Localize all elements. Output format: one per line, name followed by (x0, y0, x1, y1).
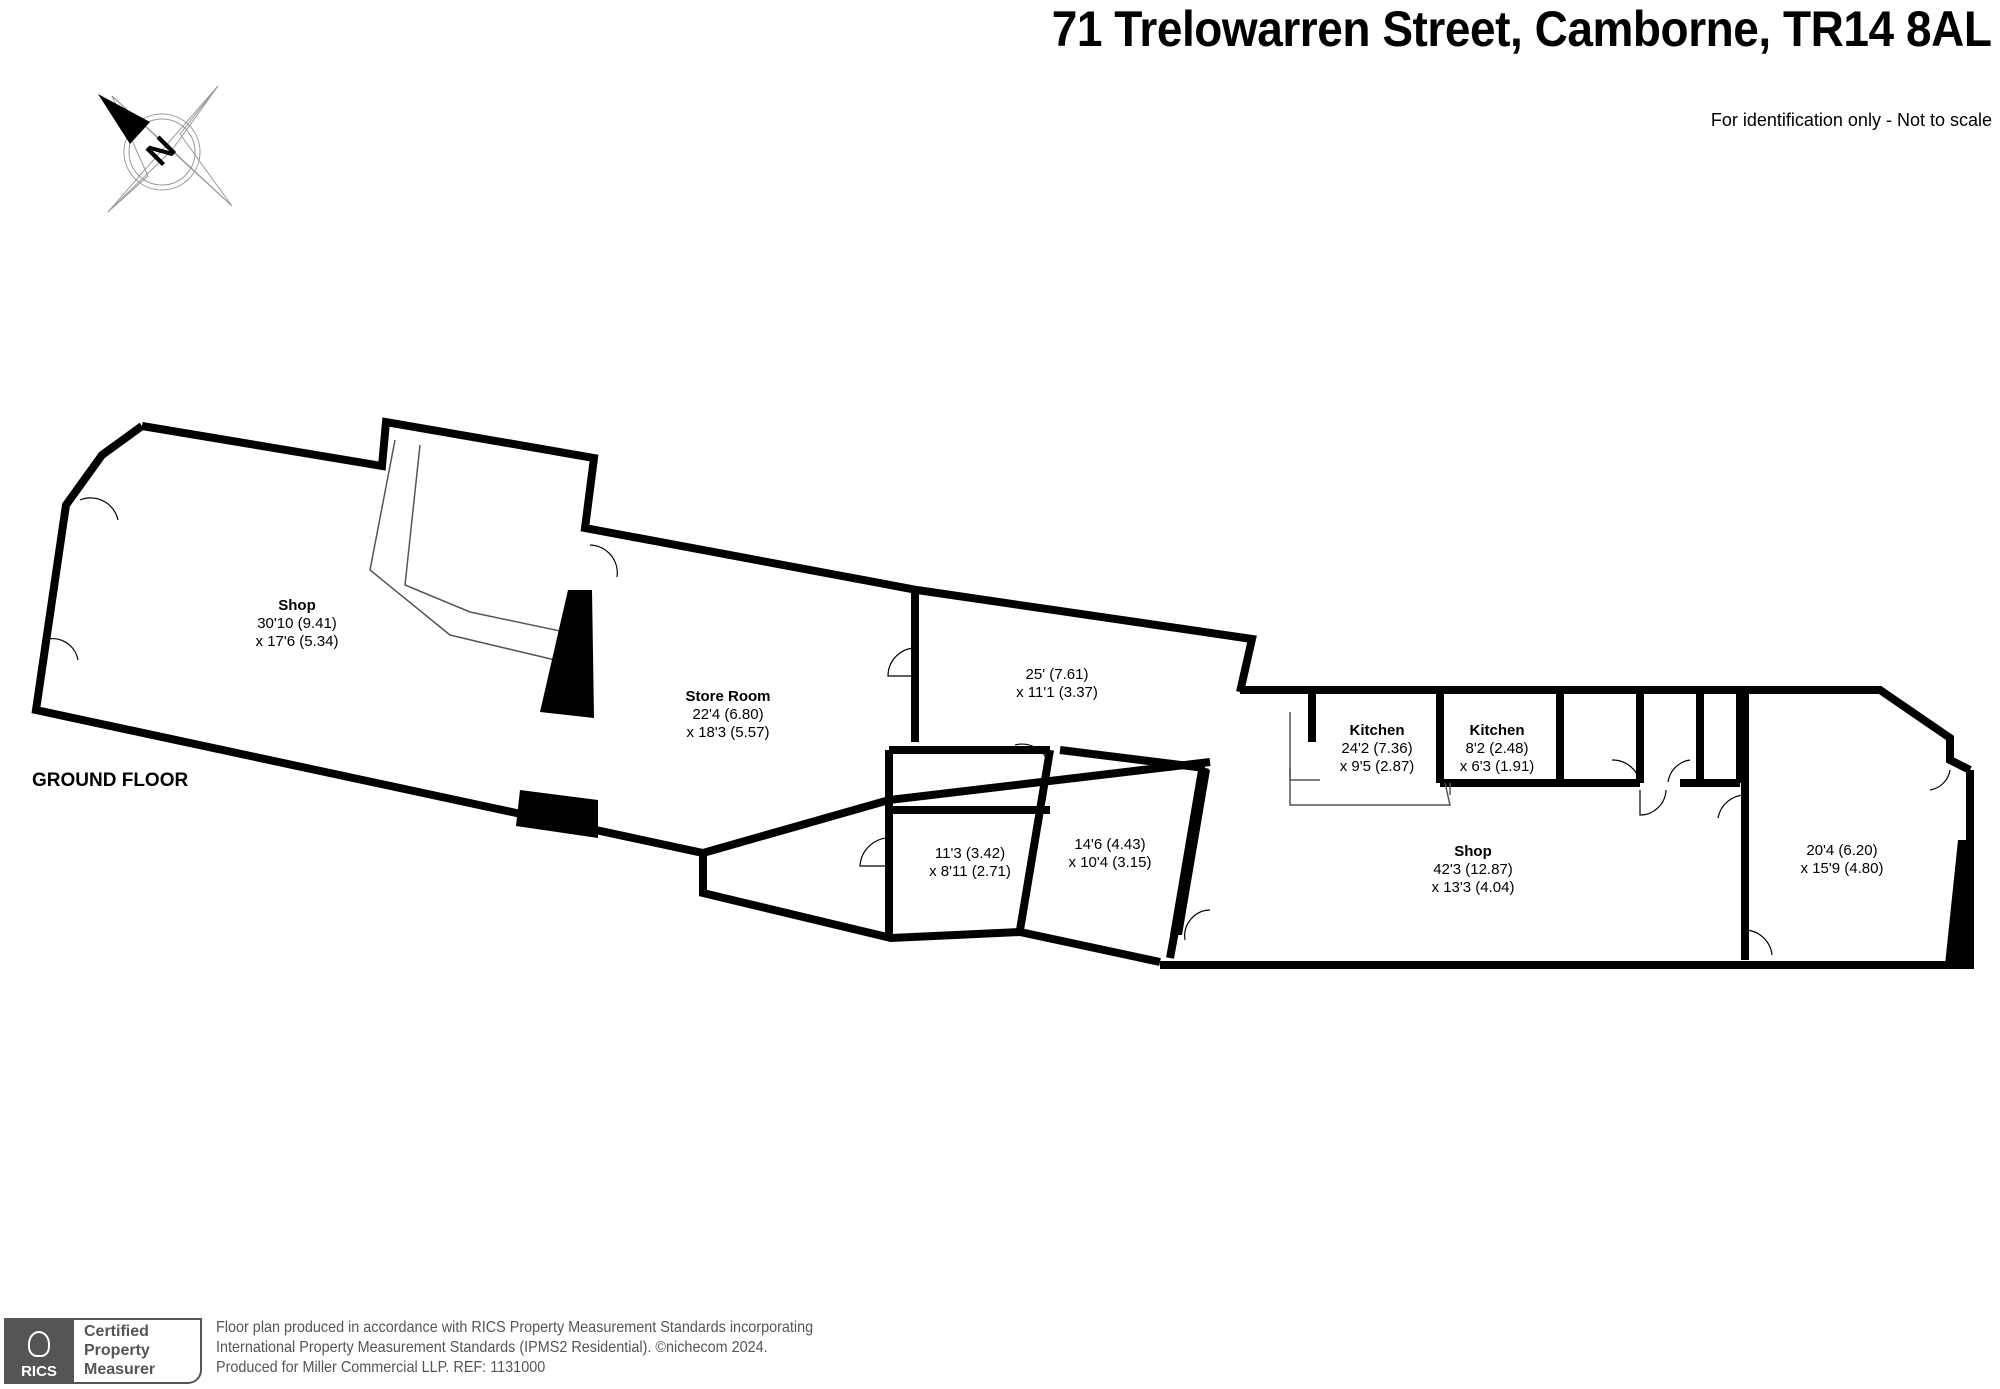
footer: RICS Certified Property Measurer Floor p… (4, 1318, 879, 1386)
room-label-kitchen-2: Kitchen 8'2 (2.48) x 6'3 (1.91) (1459, 722, 1535, 775)
rics-logo: RICS (4, 1318, 74, 1384)
property-address-title: 71 Trelowarren Street, Camborne, TR14 8A… (1052, 1, 1992, 57)
certified-badge: Certified Property Measurer (74, 1318, 202, 1384)
floor-label: GROUND FLOOR (32, 770, 189, 791)
room-label-kitchen-1: Kitchen 24'2 (7.36) x 9'5 (2.87) (1339, 722, 1415, 775)
room-label-room-20ft: 20'4 (6.20) x 15'9 (4.80) (1800, 842, 1884, 877)
room-label-room-14ft: 14'6 (4.43) x 10'4 (3.15) (1068, 836, 1152, 871)
room-label-store-room: Store Room 22'4 (6.80) x 18'3 (5.57) (685, 688, 771, 741)
room-label-shop-right: Shop 42'3 (12.87) x 13'3 (4.04) (1431, 843, 1515, 896)
room-label-room-25ft: 25' (7.61) x 11'1 (3.37) (1016, 666, 1098, 701)
room-label-room-11ft: 11'3 (3.42) x 8'11 (2.71) (929, 845, 1011, 880)
disclaimer-text: For identification only - Not to scale (1710, 110, 1992, 130)
footer-note: Floor plan produced in accordance with R… (216, 1319, 814, 1376)
room-label-shop-left: Shop 30'10 (9.41) x 17'6 (5.34) (255, 597, 339, 650)
lion-icon (28, 1331, 50, 1357)
